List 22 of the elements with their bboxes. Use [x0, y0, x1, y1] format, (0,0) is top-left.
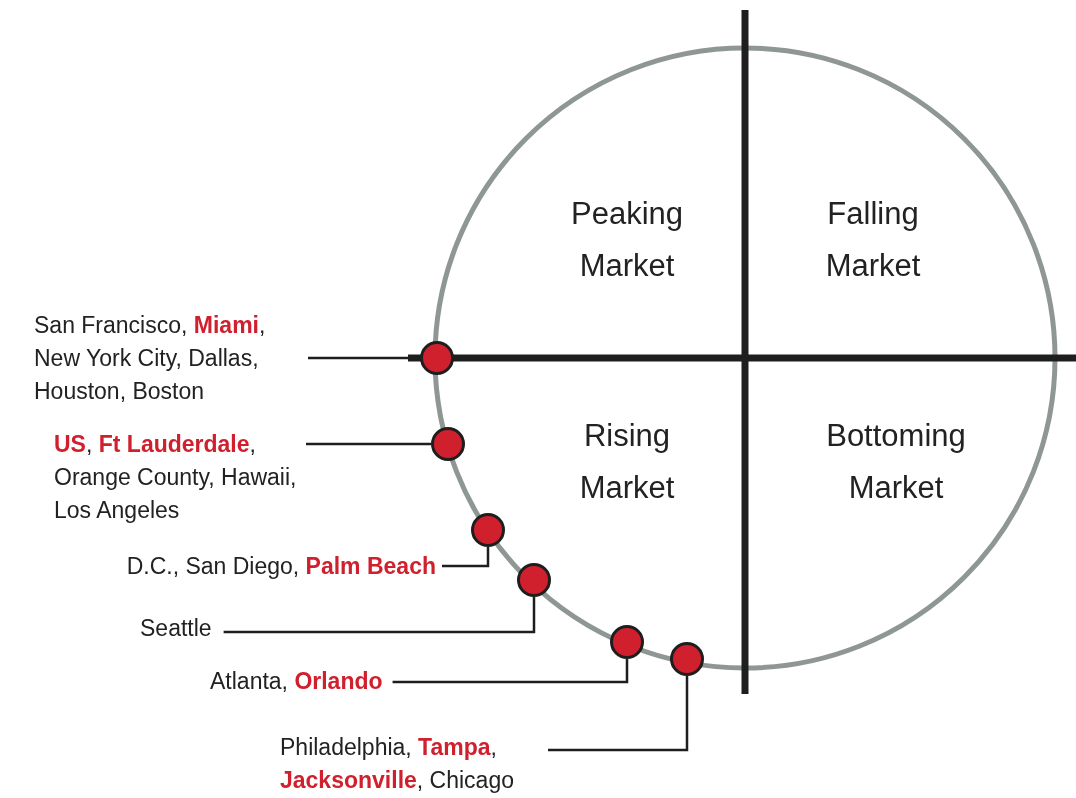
quadrant-label: Bottoming Market [825, 417, 967, 507]
leader-line [223, 597, 536, 634]
leader-line [548, 676, 689, 752]
quadrant-label: Rising Market [578, 417, 676, 507]
city-list: D.C., San Diego, Palm Beach [126, 550, 436, 583]
city-list: Philadelphia, Tampa, Jacksonville, Chicago [280, 731, 542, 797]
city-list: US, Ft Lauderdale, Orange County, Hawaii, Los Angeles [54, 428, 304, 527]
leader-line [392, 659, 629, 684]
leader-line [308, 356, 420, 360]
city-list: Seattle [140, 612, 212, 645]
market-dot [670, 642, 704, 676]
market-dot [420, 341, 454, 375]
market-dot [610, 625, 644, 659]
city-list: San Francisco, Miami, New York City, Dallas, Houston, Boston [34, 309, 304, 408]
quadrant-label: Falling Market [824, 195, 922, 285]
market-dot [431, 427, 465, 461]
market-dot [471, 513, 505, 547]
leader-line [442, 547, 490, 568]
market-dot [517, 563, 551, 597]
quadrant-label: Peaking Market [570, 195, 684, 285]
leader-line [306, 442, 431, 446]
city-list: Atlanta, Orlando [210, 665, 383, 698]
